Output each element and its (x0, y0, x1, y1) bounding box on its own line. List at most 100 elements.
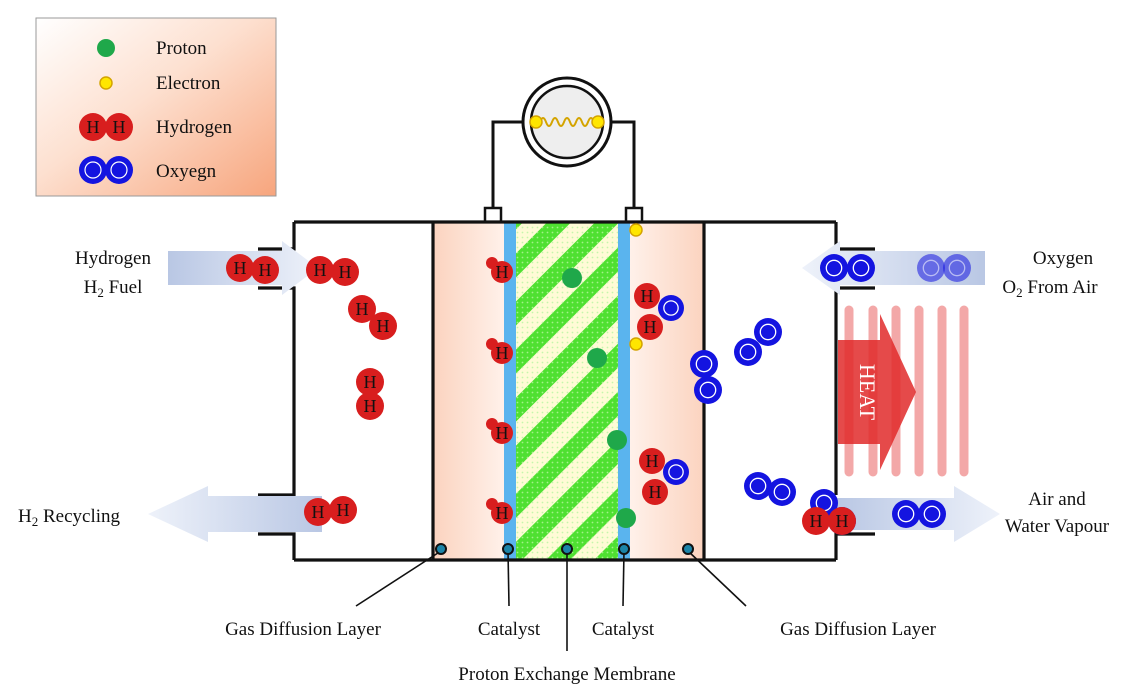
hydrogen-atom (369, 312, 397, 340)
hydrogen-atom (634, 283, 660, 309)
hydrogen-atom-letter: H (337, 500, 350, 520)
label-catalyst-right: Catalyst (592, 619, 655, 640)
hydrogen-atom-letter: H (496, 423, 509, 443)
hydrogen-atom-letter: H (377, 316, 390, 336)
proton-legend-icon (97, 39, 115, 57)
legend-box (35, 17, 277, 197)
hydrogen-atom-letter: H (87, 117, 100, 137)
heat-arrow-icon (838, 314, 916, 470)
oxygen-atom-ring (852, 259, 870, 277)
oxygen-atom-ring (897, 505, 915, 523)
anode-terminal (483, 206, 503, 224)
hydrogen-atom (491, 422, 513, 444)
electron-legend-icon (99, 76, 113, 90)
exhaust-label-line1: Air and (1028, 489, 1086, 510)
oxygen-atom (918, 500, 946, 528)
recycling-label: H2 Recycling (18, 506, 121, 529)
hydrogen-atom-letter: H (314, 260, 327, 280)
proton (562, 268, 582, 288)
hydrogen-legend-icon: H H (79, 113, 133, 141)
oxygen-legend-icon (79, 156, 133, 184)
hydrogen-atom-letter: H (234, 258, 247, 278)
label-gas-diffusion-layer-left: Gas Diffusion Layer (225, 619, 382, 640)
hydrogen-atom (639, 448, 665, 474)
oxygen-atom-ring (923, 505, 941, 523)
hydrogen-atom (304, 498, 332, 526)
hydrogen-atom (331, 258, 359, 286)
oxygen-from-air-label: O2 From Air (1002, 277, 1098, 300)
oxygen-atom-ring (773, 483, 791, 501)
hydrogen-inlet-label: Hydrogen (75, 248, 151, 269)
label-gas-diffusion-layer-right: Gas Diffusion Layer (780, 619, 937, 640)
oxygen-atom (847, 254, 875, 282)
legend-proton-label: Proton (156, 38, 207, 59)
hydrogen-atom (251, 256, 279, 284)
hydrogen-atom (642, 479, 668, 505)
external-circuit (483, 76, 644, 224)
oxygen-atom (892, 500, 920, 528)
hydrogen-atom (356, 392, 384, 420)
hydrogen-atom-letter: H (836, 511, 849, 531)
legend: Proton Electron H H Hydrogen Oxyegn (35, 17, 277, 197)
heat-radiator: HEAT (838, 305, 969, 477)
oxygen-atom-ring (739, 343, 757, 361)
hydrogen-atom-letter: H (641, 286, 654, 306)
hydrogen-atom-letter: H (259, 260, 272, 280)
oxygen-atom-ring (825, 259, 843, 277)
oxygen-atom-ring (948, 259, 966, 277)
oxygen-atom-ring (668, 464, 684, 480)
proton (616, 508, 636, 528)
catalyst-layer-right (618, 222, 630, 560)
gas-diffusion-layer-right (630, 222, 704, 560)
hydrogen-atom-letter: H (496, 343, 509, 363)
label-proton-exchange-membrane: Proton Exchange Membrane (458, 664, 675, 685)
oxygen-inlet-arrow (802, 241, 985, 295)
label-catalyst-left: Catalyst (478, 619, 541, 640)
hydrogen-atom-letter: H (364, 396, 377, 416)
electron (629, 223, 643, 237)
hydrogen-atom-letter: H (339, 262, 352, 282)
legend-electron-label: Electron (156, 73, 221, 94)
oxygen-atom-ring (699, 381, 717, 399)
hydrogen-atom (637, 314, 663, 340)
oxygen-atom (694, 376, 722, 404)
label-leaders (355, 550, 747, 651)
oxygen-atom (917, 254, 945, 282)
light-bulb-icon (521, 76, 613, 168)
oxygen-atom (734, 338, 762, 366)
leader-end-dots (435, 543, 694, 555)
hydrogen-atom (491, 261, 513, 283)
proton (607, 430, 627, 450)
hydrogen-atom (802, 507, 830, 535)
legend-oxygen-label: Oxyegn (156, 161, 217, 182)
hydrogen-atom (329, 496, 357, 524)
hydrogen-atom (348, 295, 376, 323)
oxygen-atom (820, 254, 848, 282)
hydrogen-atom (306, 256, 334, 284)
hydrogen-fuel-label: H2 Fuel (84, 277, 143, 300)
oxygen-atom (690, 350, 718, 378)
oxygen-atom (768, 478, 796, 506)
oxygen-atom-ring (922, 259, 940, 277)
hydrogen-atom-letter: H (113, 117, 126, 137)
hydrogen-atom (491, 342, 513, 364)
oxygen-atom-ring (759, 323, 777, 341)
oxygen-atom (754, 318, 782, 346)
hydrogen-atom (828, 507, 856, 535)
recycle-arrow (148, 486, 322, 542)
cathode-terminal (624, 206, 644, 224)
oxygen-atom-ring (695, 355, 713, 373)
heat-label: HEAT (855, 364, 880, 421)
hydrogen-atom-letter: H (810, 511, 823, 531)
oxygen-atom (658, 295, 684, 321)
hydrogen-atom-letter: H (356, 299, 369, 319)
hydrogen-atom (356, 368, 384, 396)
hydrogen-atom (491, 502, 513, 524)
hydrogen-atom-letter: H (312, 502, 325, 522)
oxygen-atom-ring (749, 477, 767, 495)
electron (629, 337, 643, 351)
hydrogen-atom-letter: H (646, 451, 659, 471)
hydrogen-atom-letter: H (364, 372, 377, 392)
oxygen-atom (943, 254, 971, 282)
